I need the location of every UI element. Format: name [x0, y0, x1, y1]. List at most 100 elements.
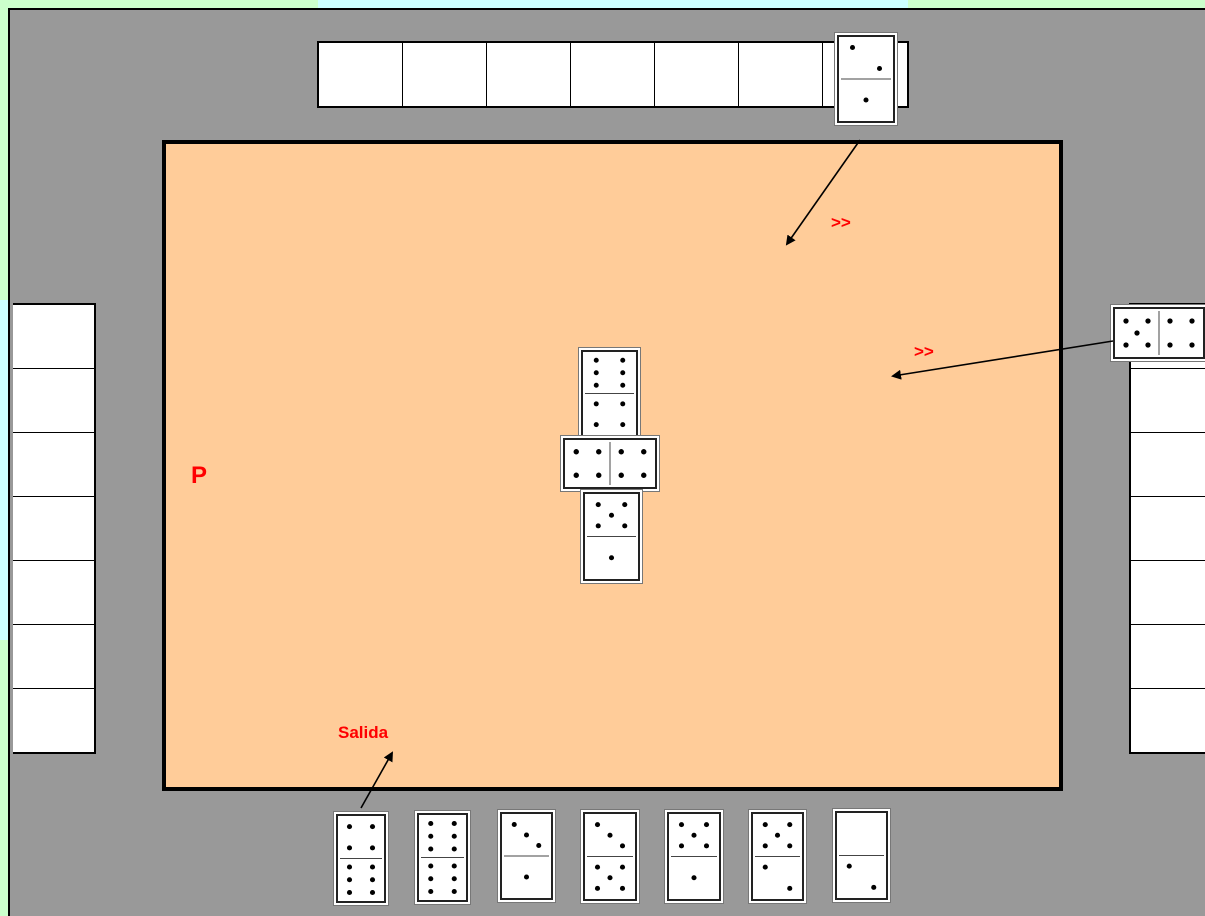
hand-domino[interactable]: [835, 811, 888, 900]
domino-pip: [428, 821, 433, 826]
tile-slot: [1131, 561, 1205, 625]
domino-pip: [763, 843, 768, 848]
domino-pip: [594, 401, 599, 406]
tile-slot: [403, 43, 487, 106]
domino-pip: [428, 834, 433, 839]
domino-pip: [428, 863, 433, 868]
tile-slot: [571, 43, 655, 106]
domino-pip: [574, 473, 579, 478]
domino-pip: [452, 846, 457, 851]
domino-pip: [347, 890, 352, 895]
right-player-domino[interactable]: [1113, 307, 1205, 359]
domino-pip: [619, 473, 624, 478]
domino-pip: [1134, 330, 1139, 335]
domino-pip: [347, 864, 352, 869]
player-marker: P: [191, 462, 207, 490]
top-arrow-label: >>: [831, 213, 851, 233]
tile-slot: [487, 43, 571, 106]
hand-domino[interactable]: [583, 812, 637, 901]
domino-pip: [347, 845, 352, 850]
tile-slot: [13, 305, 94, 369]
exit-label[interactable]: Salida: [338, 723, 388, 743]
top-player-domino[interactable]: [837, 35, 895, 123]
domino-pip: [704, 822, 709, 827]
domino-pip: [536, 843, 541, 848]
domino-pip: [622, 502, 627, 507]
tile-slot: [1131, 497, 1205, 561]
hand-domino[interactable]: [417, 813, 468, 902]
top-player-slots: [317, 41, 909, 108]
domino-face: [585, 494, 638, 579]
domino-face: [502, 814, 551, 898]
domino-pip: [596, 449, 601, 454]
domino-pip: [1123, 318, 1128, 323]
domino-pip: [595, 865, 600, 870]
domino-pip: [871, 885, 876, 890]
domino-pip: [428, 889, 433, 894]
tile-slot: [1131, 369, 1205, 433]
domino-pip: [524, 832, 529, 837]
domino-face: [583, 352, 636, 435]
domino-pip: [596, 473, 601, 478]
domino-pip: [1189, 342, 1194, 347]
tile-slot: [319, 43, 403, 106]
domino-pip: [524, 874, 529, 879]
domino-pip: [596, 523, 601, 528]
domino-pip: [594, 383, 599, 388]
domino-pip: [620, 843, 625, 848]
hand-domino[interactable]: [500, 812, 553, 900]
domino-pip: [763, 822, 768, 827]
tile-slot: [13, 369, 94, 433]
domino-pip: [1145, 318, 1150, 323]
domino-face: [419, 815, 466, 900]
hand-domino[interactable]: [336, 814, 386, 903]
domino-pip: [595, 886, 600, 891]
domino-pip: [428, 846, 433, 851]
domino-face: [1115, 309, 1203, 357]
domino-face: [837, 813, 886, 898]
domino-pip: [622, 523, 627, 528]
domino-pip: [620, 401, 625, 406]
domino-pip: [452, 834, 457, 839]
domino-face: [839, 37, 893, 121]
domino-pip: [512, 822, 517, 827]
tile-slot: [1131, 625, 1205, 689]
table-domino: [563, 438, 657, 489]
domino-pip: [787, 822, 792, 827]
domino-pip: [428, 876, 433, 881]
domino-pip: [370, 877, 375, 882]
domino-pip: [596, 502, 601, 507]
hand-domino[interactable]: [751, 812, 804, 901]
domino-pip: [620, 370, 625, 375]
domino-pip: [787, 886, 792, 891]
domino-pip: [691, 833, 696, 838]
left-player-slots: [13, 303, 96, 754]
domino-pip: [452, 889, 457, 894]
domino-pip: [641, 449, 646, 454]
hand-domino[interactable]: [667, 812, 721, 901]
domino-pip: [1145, 342, 1150, 347]
domino-face: [669, 814, 719, 899]
domino-pip: [347, 824, 352, 829]
table-domino: [583, 492, 640, 581]
tile-slot: [13, 497, 94, 561]
domino-pip: [863, 97, 868, 102]
domino-pip: [594, 358, 599, 363]
tile-slot: [739, 43, 823, 106]
domino-pip: [1189, 318, 1194, 323]
domino-pip: [370, 864, 375, 869]
tile-slot: [13, 689, 94, 752]
domino-pip: [574, 449, 579, 454]
domino-pip: [594, 370, 599, 375]
domino-pip: [620, 886, 625, 891]
domino-pip: [452, 876, 457, 881]
domino-pip: [370, 845, 375, 850]
tile-slot: [1131, 689, 1205, 752]
domino-pip: [641, 473, 646, 478]
domino-pip: [620, 422, 625, 427]
domino-pip: [370, 824, 375, 829]
domino-pip: [609, 513, 614, 518]
domino-pip: [877, 66, 882, 71]
tile-slot: [13, 433, 94, 497]
domino-pip: [607, 875, 612, 880]
